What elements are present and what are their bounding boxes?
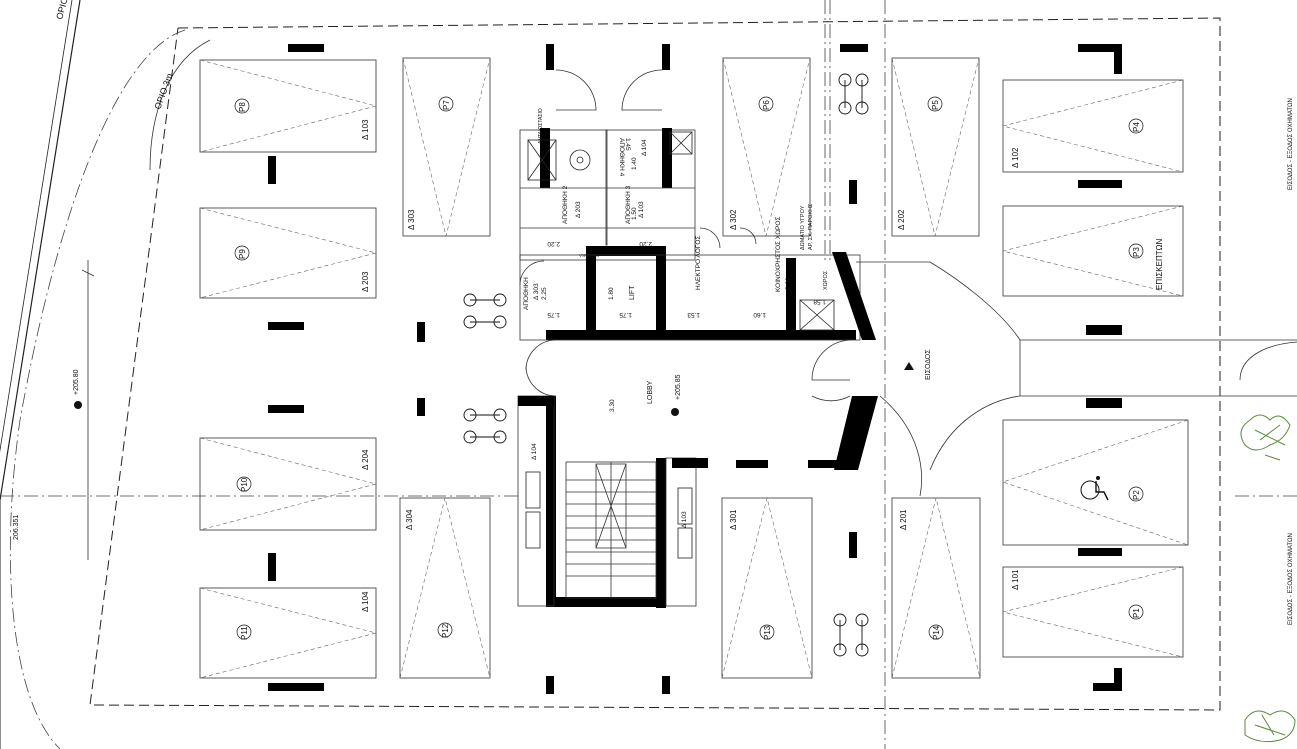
parking-delta: Δ 201 bbox=[899, 509, 908, 530]
parking-delta: Δ 304 bbox=[405, 509, 414, 530]
storage3-label: ΑΠΟΘΗΚΗ 3 bbox=[625, 185, 632, 224]
parking-bay bbox=[199, 59, 378, 153]
lift-label: LIFT bbox=[629, 285, 636, 300]
parking-delta: ΕΠΙΣΚΕΠΤΩΝ bbox=[1155, 239, 1164, 290]
setback-label: ΟΡΙΟ 3m bbox=[152, 72, 174, 111]
parking-bay bbox=[1002, 79, 1184, 173]
parking-id-p4: P4 bbox=[1132, 122, 1141, 132]
vehicle-entrance-bottom-label: ΕΙΣΟΔΟΣ - ΕΞΟΔΟΣ ΟΧΗΜΑΤΩΝ bbox=[1288, 533, 1294, 625]
parking-bay bbox=[1002, 205, 1184, 297]
parking-id-p8: P8 bbox=[238, 102, 247, 112]
parking-delta: Δ 103 bbox=[361, 119, 370, 140]
parking-delta: Δ 301 bbox=[729, 509, 738, 530]
parking-delta: Δ 204 bbox=[361, 449, 370, 470]
parking-id-p12: P12 bbox=[441, 623, 450, 638]
dimension: 1.45 bbox=[624, 138, 631, 151]
storage-small-label: ΑΠΟΘΗΚΗ bbox=[523, 277, 530, 310]
tree-icon bbox=[1240, 414, 1296, 743]
entrance-label: ΕΙΣΟΔΟΣ bbox=[925, 349, 932, 380]
dimension: 1.40 bbox=[631, 157, 638, 170]
parking-bay bbox=[399, 497, 491, 679]
ladder-label: ΚΛΙΜΑΚΑ bbox=[579, 253, 599, 258]
wheelchair-icon bbox=[1080, 476, 1109, 501]
dimension: 1.58 bbox=[813, 298, 826, 305]
parking-id-p7: P7 bbox=[442, 100, 451, 110]
parking-delta: Δ 303 bbox=[407, 209, 416, 230]
parking-bay bbox=[722, 57, 811, 237]
parking-bay bbox=[721, 497, 813, 679]
plot-edge-label: ΟΡΙΟ bbox=[54, 0, 69, 21]
parking-id-p3: P3 bbox=[1132, 247, 1141, 257]
dimension: 3.30 bbox=[609, 399, 616, 412]
parking-bay bbox=[199, 207, 377, 299]
parking-delta: Δ 102 bbox=[1011, 147, 1020, 168]
storage2-delta: Δ 203 bbox=[575, 201, 582, 218]
parking-id-p14: P14 bbox=[932, 625, 941, 640]
dimension: 2.00 bbox=[785, 277, 792, 290]
parking-delta: Δ 202 bbox=[897, 209, 906, 230]
storage-small-delta: Δ 303 bbox=[533, 283, 540, 300]
bicycle-icon bbox=[463, 73, 869, 657]
parking-id-p6: P6 bbox=[762, 100, 771, 110]
parking-id-p9: P9 bbox=[238, 249, 247, 259]
parking-id-p10: P10 bbox=[240, 477, 249, 492]
parking-bay bbox=[199, 437, 378, 531]
entrance-labels: ΕΙΣΟΔΟΣ ΕΙΣΟΔΟΣ - ΕΞΟΔΟΣ ΟΧΗΜΑΤΩΝ ΕΙΣΟΔΟ… bbox=[904, 98, 1294, 625]
storage4-label: ΑΠΟΘΗΚΗ 4 bbox=[618, 138, 625, 177]
parking-bay bbox=[891, 497, 981, 679]
entrance-arrow-icon bbox=[904, 362, 914, 370]
level-marker-icon bbox=[671, 408, 679, 416]
dimension: 1.60 bbox=[753, 311, 766, 318]
parking-delta: Δ 104 bbox=[361, 591, 370, 612]
space-label: ΧΩΡΟΣ bbox=[823, 270, 829, 290]
parking-id-p2: P2 bbox=[1132, 490, 1141, 500]
level-marker-icon bbox=[74, 401, 82, 409]
parking-delta: Δ 203 bbox=[361, 271, 370, 292]
parking-id-p11: P11 bbox=[240, 626, 249, 640]
pump-room-label: ΑΝΤΛΙΟΣΤΑΣΙΟ bbox=[538, 108, 544, 144]
parking-delta: Δ 302 bbox=[729, 209, 738, 230]
parking-bay bbox=[1002, 419, 1189, 546]
room-labels: ΑΠΟΘΗΚΗ 2 Δ 203 ΑΠΟΘΗΚΗ 3 Δ 103 ΑΠΟΘΗΚΗ … bbox=[523, 108, 829, 528]
columns bbox=[268, 44, 1122, 694]
parking-id-p5: P5 bbox=[931, 100, 940, 110]
labels: ΟΡΙΟ 3m ΟΡΙΟ 206.351 +205.80 P8 Δ 103 P7… bbox=[13, 0, 1294, 640]
fixtures bbox=[525, 131, 835, 559]
lobby-level: +205.85 bbox=[675, 374, 682, 400]
dimension-left-label: 206.351 bbox=[13, 515, 20, 540]
lobby-label: LOBBY bbox=[647, 380, 654, 404]
parking-bay bbox=[1002, 566, 1184, 658]
core-walls bbox=[517, 69, 1297, 608]
storage3-delta: Δ 103 bbox=[638, 201, 645, 218]
dimension: 1.50 bbox=[631, 207, 638, 220]
dimension: 1.75 bbox=[547, 311, 560, 318]
delta-104-label: Δ 104 bbox=[531, 443, 538, 460]
parking-bay bbox=[891, 57, 980, 237]
delta-103-label: Δ 103 bbox=[681, 511, 688, 528]
common-label: ΚΟΙΝΟΧΡΗΣΤΟΣ ΧΩΡΟΣ bbox=[775, 217, 782, 292]
water-tank-sub-label: ΑΡ. ΣΧ. ΠΑΡΟΧΗΣ bbox=[808, 203, 814, 250]
parking-id-p1: P1 bbox=[1132, 608, 1141, 618]
parking-id-p13: P13 bbox=[763, 625, 772, 640]
parking-labels: P8 Δ 103 P7 Δ 303 P6 Δ 302 P5 Δ 202 P4 Δ… bbox=[234, 96, 1164, 640]
dimension: 1.75 bbox=[619, 311, 632, 318]
dimension: 2.20 bbox=[639, 240, 652, 247]
dimension: 1.53 bbox=[687, 311, 700, 318]
storage4-delta: Δ 104 bbox=[641, 139, 648, 156]
level-left-label: +205.80 bbox=[73, 369, 80, 395]
vehicle-entrance-top-label: ΕΙΣΟΔΟΣ - ΕΞΟΔΟΣ ΟΧΗΜΑΤΩΝ bbox=[1288, 98, 1294, 190]
dimension: 2.20 bbox=[547, 240, 560, 247]
dimension: 1.80 bbox=[608, 287, 615, 300]
storage2-label: ΑΠΟΘΗΚΗ 2 bbox=[562, 185, 569, 224]
parking-bays bbox=[199, 57, 1189, 679]
parking-delta: Δ 101 bbox=[1011, 569, 1020, 590]
elec-room-label: ΗΛΕΚΤΡΟ ΛΟΓΟΣ bbox=[695, 236, 702, 290]
water-tank-label: ΔΩΜΑΤΙΟ ΥΓΡΟΥ bbox=[800, 205, 806, 250]
dimension: 2.25 bbox=[541, 287, 548, 300]
parking-bay bbox=[402, 57, 491, 237]
dimension-labels: 2.20 2.20 1.50 1.40 1.45 2.25 1.75 1.75 … bbox=[541, 138, 826, 412]
parking-bay bbox=[199, 587, 377, 679]
